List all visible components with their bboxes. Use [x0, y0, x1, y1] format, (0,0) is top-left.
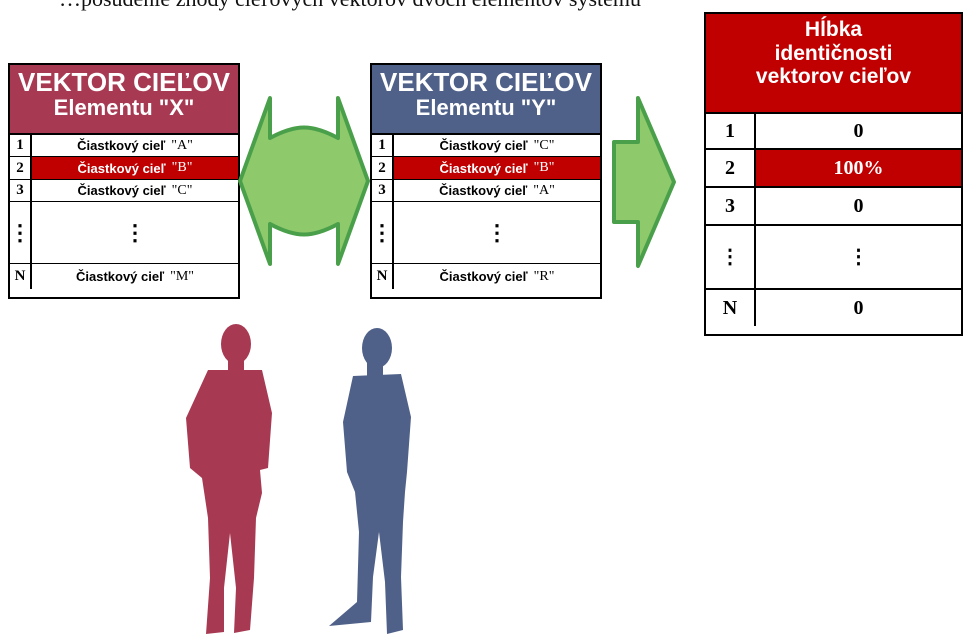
table-row: 1 Čiastkový cieľ "A" [10, 135, 238, 157]
table-row: N Čiastkový cieľ "R" [372, 264, 600, 289]
vector-table-y-header: VEKTOR CIEĽOV Elementu "Y" [372, 65, 600, 135]
goal-target: "C" [533, 137, 555, 153]
row-goal: Čiastkový cieľ "C" [32, 180, 238, 201]
goal-label: Čiastkový cieľ [439, 183, 528, 198]
row-goal: Čiastkový cieľ "B" [32, 157, 238, 179]
goal-target: "A" [171, 137, 193, 153]
table-row: 1 0 [706, 114, 961, 150]
row-number: 3 [706, 188, 756, 224]
row-number: 3 [10, 180, 32, 201]
row-goal: Čiastkový cieľ "A" [32, 135, 238, 156]
row-value: 0 [853, 119, 864, 142]
table-row-ellipsis: ⋮ ⋮ [706, 226, 961, 290]
identity-depth-header: Hĺbka identičnosti vektorov cieľov [706, 14, 961, 114]
goal-label: Čiastkový cieľ [439, 138, 528, 153]
row-value: 100% [756, 150, 961, 186]
row-number-ellipsis: ⋮ [706, 226, 756, 288]
row-number-ellipsis: ⋮ [9, 202, 32, 263]
row-goal: Čiastkový cieľ "A" [394, 180, 600, 201]
row-number: N [706, 290, 756, 326]
goal-target: "A" [533, 182, 555, 198]
goal-target: "B" [171, 160, 193, 175]
table-row: N Čiastkový cieľ "M" [10, 264, 238, 289]
vector-table-x: VEKTOR CIEĽOV Elementu "X" 1 Čiastkový c… [8, 63, 240, 299]
identity-depth-title-line2: identičnosti [774, 41, 893, 65]
row-goal: Čiastkový cieľ "R" [394, 264, 600, 289]
table-row: 3 0 [706, 188, 961, 226]
table-row: 3 Čiastkový cieľ "C" [10, 180, 238, 202]
table-row-ellipsis: ⋮ ⋮ [9, 202, 238, 264]
row-goal-ellipsis: ⋮ [124, 219, 146, 245]
row-value: 0 [853, 194, 864, 217]
goal-target: "C" [171, 182, 193, 198]
goal-target: "R" [533, 268, 555, 284]
table-row-highlighted: 2 Čiastkový cieľ "B" [10, 157, 238, 180]
row-number: 1 [10, 135, 32, 156]
row-number: N [10, 264, 32, 289]
row-goal: Čiastkový cieľ "M" [32, 264, 238, 289]
row-number: 1 [372, 135, 394, 156]
table-row-highlighted: 2 Čiastkový cieľ "B" [372, 157, 600, 180]
identity-depth-title-line3: vektorov cieľov [755, 65, 912, 89]
row-value-ellipsis: ⋮ [848, 246, 869, 268]
table-row: N 0 [706, 290, 961, 326]
row-number: N [372, 264, 394, 289]
vector-table-y: VEKTOR CIEĽOV Elementu "Y" 1 Čiastkový c… [370, 63, 602, 299]
row-goal: Čiastkový cieľ "C" [394, 135, 600, 156]
row-number: 1 [706, 114, 756, 148]
vector-table-y-title: VEKTOR CIEĽOV [380, 67, 592, 97]
person-silhouette-icon [329, 328, 411, 634]
row-number: 2 [10, 157, 32, 179]
row-number: 2 [706, 150, 756, 186]
row-number: 3 [372, 180, 394, 201]
table-row: 1 Čiastkový cieľ "C" [372, 135, 600, 157]
goal-label: Čiastkový cieľ [77, 138, 166, 153]
table-row-ellipsis: ⋮ ⋮ [371, 202, 600, 264]
vector-table-x-subtitle: Elementu "X" [53, 95, 195, 121]
vector-table-y-subtitle: Elementu "Y" [415, 95, 557, 121]
right-arrow-icon [612, 96, 676, 268]
goal-label: Čiastkový cieľ [77, 160, 166, 176]
row-number: 2 [372, 157, 394, 179]
identity-depth-title-line1: Hĺbka [804, 18, 863, 41]
goal-label: Čiastkový cieľ [77, 183, 166, 198]
table-row-highlighted: 2 100% [706, 150, 961, 188]
top-caption: …posúdenie zhody cieľových vektorov dvoc… [0, 0, 700, 12]
goal-target: "B" [533, 160, 555, 175]
vector-table-x-header: VEKTOR CIEĽOV Elementu "X" [10, 65, 238, 135]
row-number-ellipsis: ⋮ [371, 202, 394, 263]
vector-table-x-title: VEKTOR CIEĽOV [18, 67, 230, 97]
row-value: 0 [853, 296, 864, 319]
double-headed-arrow-icon [238, 96, 370, 266]
table-row: 3 Čiastkový cieľ "A" [372, 180, 600, 202]
goal-label: Čiastkový cieľ [75, 269, 165, 284]
row-goal: Čiastkový cieľ "B" [394, 157, 600, 179]
goal-target: "M" [170, 268, 194, 284]
row-goal-ellipsis: ⋮ [486, 219, 508, 245]
person-silhouette-icon [186, 324, 272, 634]
goal-label: Čiastkový cieľ [439, 269, 528, 284]
identity-depth-table: Hĺbka identičnosti vektorov cieľov 1 0 2… [704, 12, 963, 336]
goal-label: Čiastkový cieľ [439, 160, 528, 176]
